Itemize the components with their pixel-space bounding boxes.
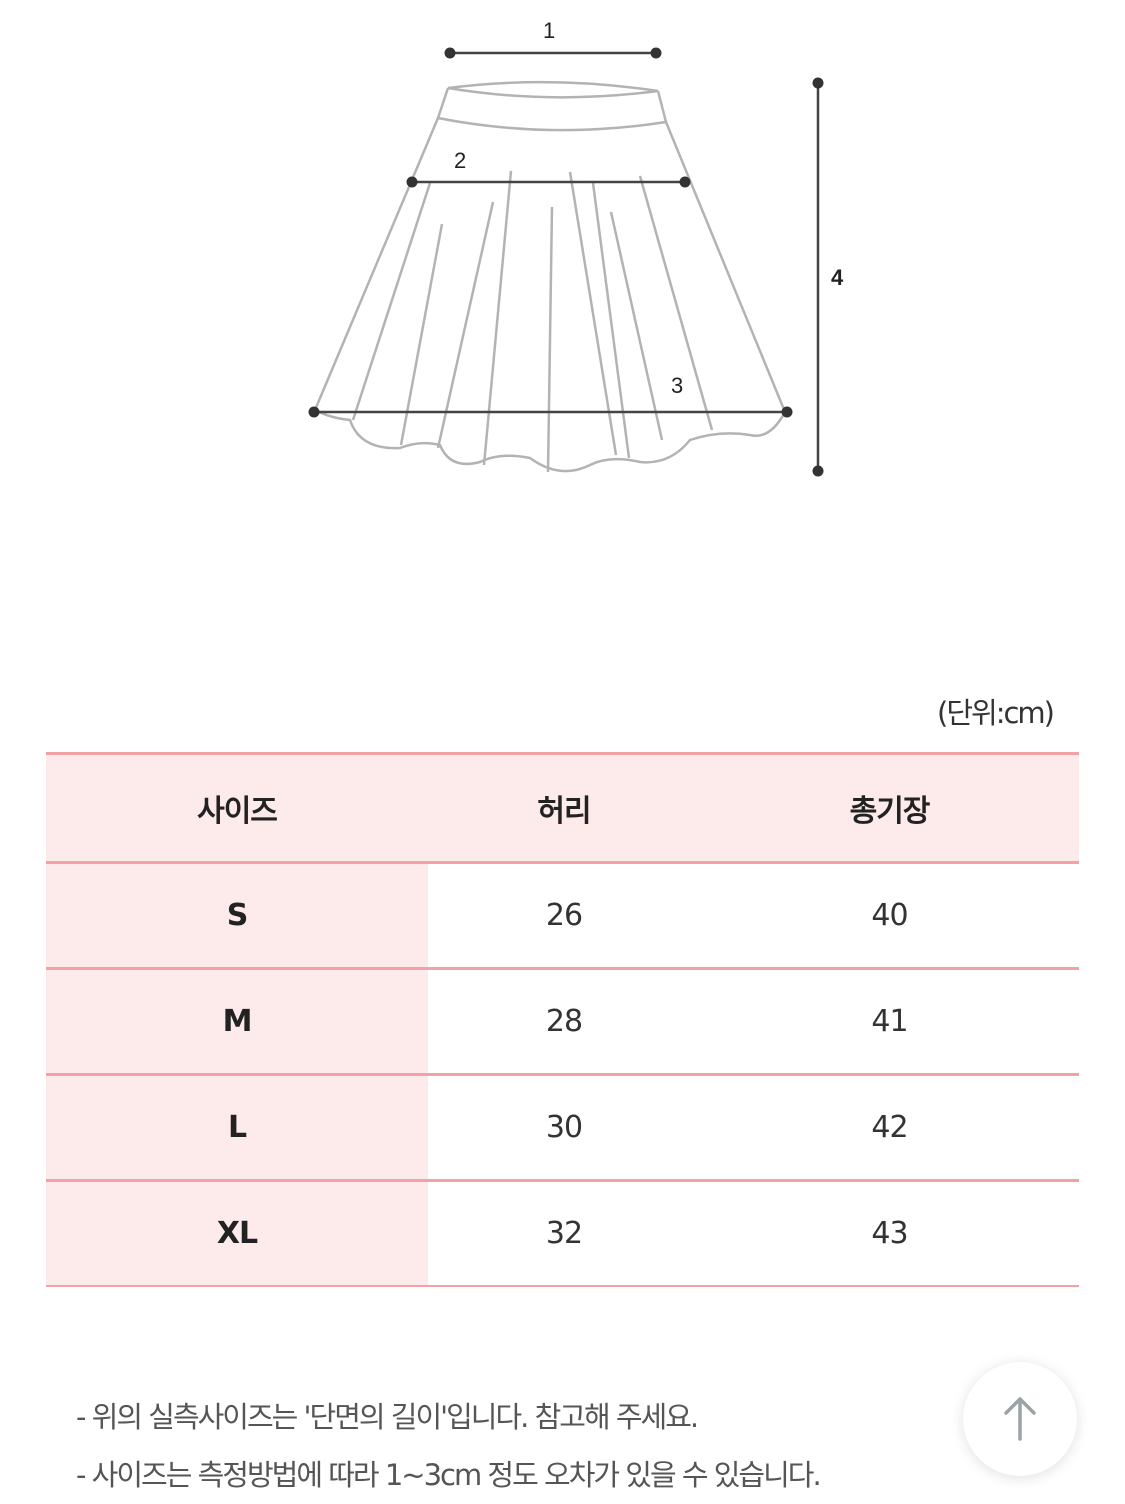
note-line: - 사이즈는 측정방법에 따라 1~3cm 정도 오차가 있을 수 있습니다.: [76, 1458, 822, 1492]
label-hem: 3: [671, 373, 683, 398]
table-row: M 28 41: [46, 967, 1079, 1073]
length-cell: 42: [871, 1110, 908, 1145]
scroll-to-top-button[interactable]: [963, 1362, 1077, 1476]
length-cell: 41: [871, 1004, 908, 1039]
header-size: 사이즈: [197, 794, 278, 829]
size-notes: - 위의 실측사이즈는 '단면의 길이'입니다. 참고해 주세요. - 사이즈는…: [76, 1388, 822, 1504]
size-cell: L: [46, 1076, 428, 1179]
waist-cell: 30: [545, 1110, 583, 1145]
skirt-measurement-diagram: 1 2 3 4: [300, 0, 860, 500]
table-header-row: 사이즈 허리 총기장: [46, 752, 1079, 861]
header-waist: 허리: [537, 794, 591, 829]
label-length: 4: [831, 265, 844, 290]
table-row: S 26 40: [46, 861, 1079, 967]
header-length: 총기장: [849, 794, 931, 829]
length-cell: 43: [871, 1216, 908, 1251]
waist-cell: 32: [545, 1216, 583, 1251]
arrow-up-icon: [1004, 1397, 1036, 1441]
label-hip: 2: [454, 148, 466, 173]
waist-cell: 28: [545, 1004, 583, 1039]
note-line: - 위의 실측사이즈는 '단면의 길이'입니다. 참고해 주세요.: [76, 1400, 699, 1434]
label-waist: 1: [543, 18, 555, 43]
size-cell: S: [46, 864, 428, 967]
size-cell: XL: [46, 1182, 428, 1285]
table-row: L 30 42: [46, 1073, 1079, 1179]
size-cell: M: [46, 970, 428, 1073]
waist-cell: 26: [545, 898, 583, 933]
table-row: XL 32 43: [46, 1179, 1079, 1287]
size-table: 사이즈 허리 총기장 S 26 40 M 28 41 L 30 42 XL 32…: [46, 752, 1079, 1287]
length-cell: 40: [871, 898, 908, 933]
skirt-illustration: 1 2 3 4: [308, 18, 844, 477]
unit-label: (단위:cm): [937, 696, 1055, 730]
